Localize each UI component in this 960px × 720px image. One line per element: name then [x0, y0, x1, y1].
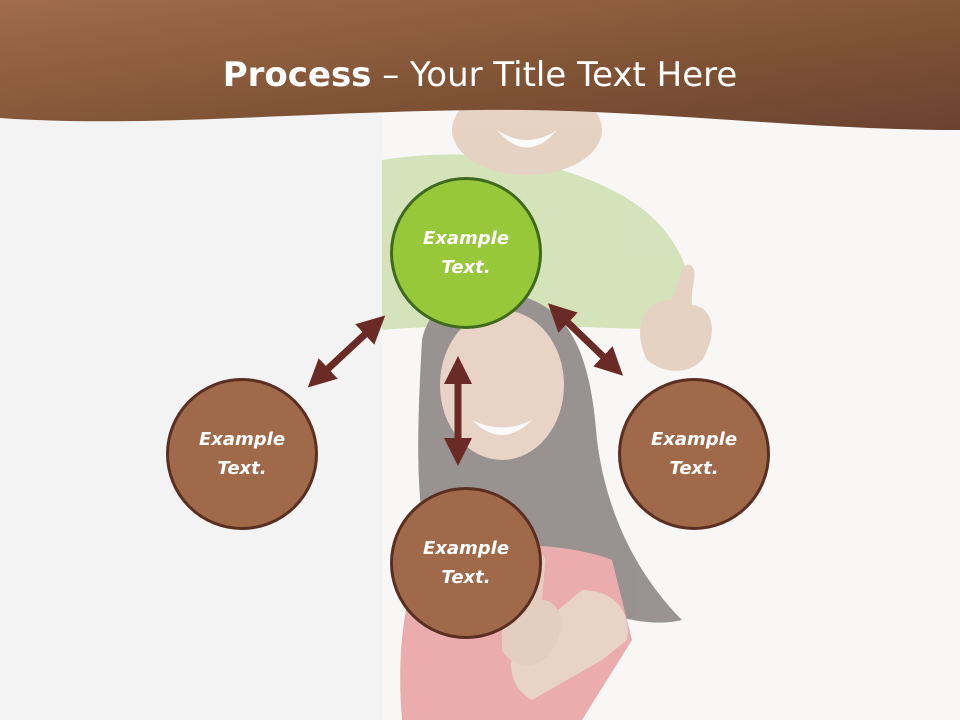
process-node-top: Example Text.	[390, 177, 542, 329]
title-rest: – Your Title Text Here	[371, 55, 738, 95]
node-right-line1: Example	[650, 429, 738, 450]
node-left-line2: Text.	[217, 458, 267, 479]
arrow-top-left	[307, 315, 386, 388]
arrow-top-right	[547, 303, 624, 376]
page-title: Process – Your Title Text Here	[0, 52, 960, 98]
node-bottom-line2: Text.	[441, 567, 491, 588]
process-node-bottom: Example Text.	[390, 487, 542, 639]
node-bottom-line1: Example	[422, 538, 510, 559]
header-band	[0, 0, 960, 130]
node-top-line1: Example	[422, 228, 510, 249]
process-node-left: Example Text.	[166, 378, 318, 530]
process-node-right: Example Text.	[618, 378, 770, 530]
title-bold: Process	[222, 55, 372, 95]
node-left-line1: Example	[198, 429, 286, 450]
node-right-line2: Text.	[669, 458, 719, 479]
node-top-line2: Text.	[441, 257, 491, 278]
